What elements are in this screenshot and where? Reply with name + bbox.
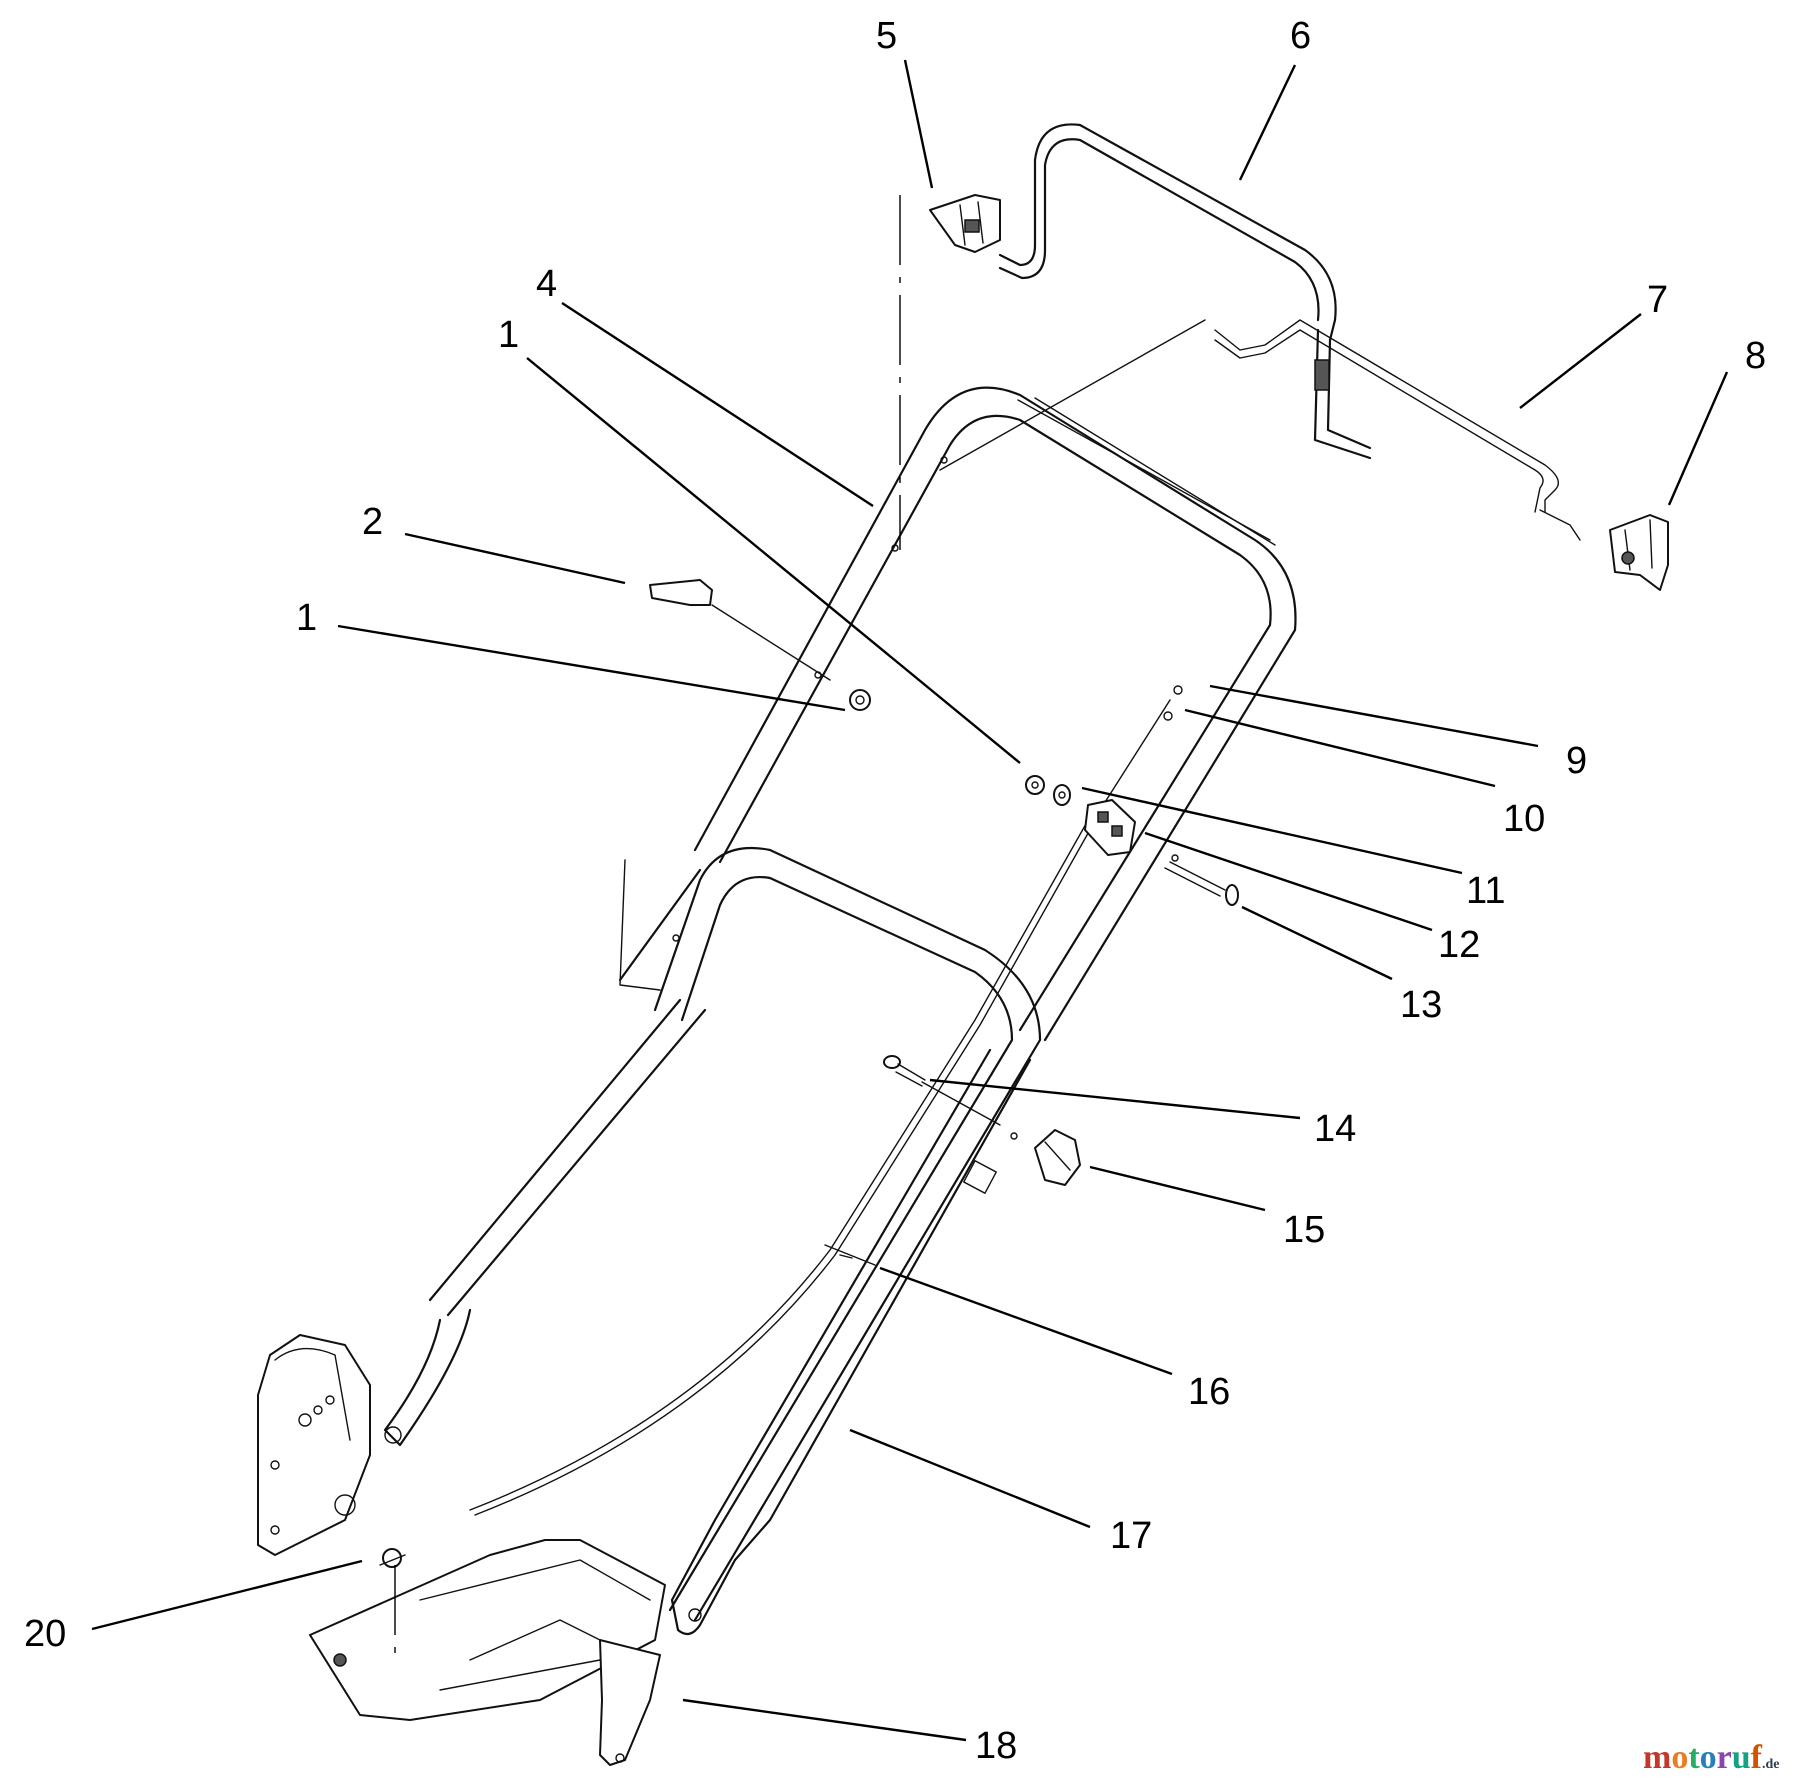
callout-2: 2 xyxy=(362,501,383,543)
watermark-letter: m xyxy=(1643,1739,1671,1776)
leader-1b xyxy=(337,624,846,712)
leader-20 xyxy=(91,1559,363,1631)
bracket-8 xyxy=(1609,514,1669,591)
callout-7: 7 xyxy=(1647,279,1668,321)
leader-13 xyxy=(1241,905,1393,981)
callout-20: 20 xyxy=(24,1613,66,1655)
leader-15 xyxy=(1089,1165,1266,1212)
deflector-18 xyxy=(309,1539,666,1766)
knob-15 xyxy=(1034,1129,1081,1186)
leader-7 xyxy=(1519,313,1642,409)
control-rod xyxy=(939,319,1581,541)
cable-bracket-12 xyxy=(1084,799,1136,856)
callout-15: 15 xyxy=(1283,1209,1325,1251)
callout-9: 9 xyxy=(1566,740,1587,782)
leader-8 xyxy=(1667,371,1729,506)
leader-11 xyxy=(1081,786,1463,875)
leader-2 xyxy=(404,532,626,585)
callout-6: 6 xyxy=(1290,15,1311,57)
leader-18 xyxy=(682,1698,967,1742)
watermark-letter: t xyxy=(1688,1739,1700,1776)
leader-4 xyxy=(561,301,874,508)
leader-lines xyxy=(91,59,1729,1742)
lower-handle xyxy=(383,846,1042,1636)
bail-bar xyxy=(998,123,1372,460)
callout-16: 16 xyxy=(1188,1371,1230,1413)
leader-1a xyxy=(526,357,1021,764)
watermark-letter: o xyxy=(1700,1739,1717,1776)
watermark-suffix: .de xyxy=(1762,1757,1780,1772)
leader-10 xyxy=(1184,708,1496,788)
leader-9 xyxy=(1209,684,1539,748)
motoruf-watermark: motoruf.de xyxy=(1643,1739,1780,1776)
assembly-guides xyxy=(394,195,901,1665)
cable-tie-16 xyxy=(824,1244,876,1266)
control-cable xyxy=(469,807,1101,1516)
cable-fitting-20 xyxy=(379,1548,406,1568)
leader-14 xyxy=(929,1078,1301,1120)
parts-drawing xyxy=(257,123,1669,1766)
watermark-letter: o xyxy=(1671,1739,1688,1776)
leader-16 xyxy=(879,1266,1173,1376)
callout-labels: 5 6 4 1 7 8 2 1 9 10 11 12 13 14 15 16 1… xyxy=(24,15,1766,1767)
callout-14: 14 xyxy=(1314,1108,1356,1150)
bracket-5 xyxy=(929,194,1001,253)
leader-5 xyxy=(903,59,934,189)
leader-6 xyxy=(1238,64,1297,181)
watermark-letter: r xyxy=(1717,1739,1732,1776)
callout-13: 13 xyxy=(1400,984,1442,1026)
leader-12 xyxy=(1144,831,1433,932)
nut-washer-centre xyxy=(1025,775,1071,806)
callout-4: 4 xyxy=(536,263,557,305)
cable-clip-2 xyxy=(649,579,831,681)
watermark-letter: f xyxy=(1751,1739,1763,1776)
nut-1-left xyxy=(814,671,871,711)
callout-1a: 1 xyxy=(498,314,519,356)
svg-text:motoruf.de: motoruf.de xyxy=(1643,1739,1780,1776)
callout-12: 12 xyxy=(1438,924,1480,966)
left-pivot-bracket xyxy=(257,1334,371,1556)
callout-18: 18 xyxy=(975,1725,1017,1767)
callout-5: 5 xyxy=(876,15,897,57)
callout-1b: 1 xyxy=(296,597,317,639)
bolt-13 xyxy=(1164,854,1239,906)
callout-10: 10 xyxy=(1503,798,1545,840)
bolt-14 xyxy=(883,1055,1001,1126)
callout-17: 17 xyxy=(1110,1515,1152,1557)
cable-end-9-10 xyxy=(1099,685,1183,811)
callout-11: 11 xyxy=(1466,870,1505,912)
watermark-letter: u xyxy=(1732,1739,1751,1776)
leader-17 xyxy=(849,1428,1091,1529)
upper-handle xyxy=(693,386,1297,1042)
callout-8: 8 xyxy=(1745,335,1766,377)
